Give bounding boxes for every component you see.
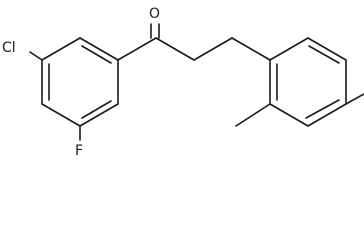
double-bond-inner	[305, 99, 340, 119]
left-benzene-ring	[41, 37, 119, 127]
bond	[307, 37, 347, 61]
chlorine-atom-label: Cl	[2, 40, 16, 56]
double-bond-inner	[308, 45, 340, 64]
bond	[41, 103, 81, 127]
fluorine-atom-label: F	[75, 143, 83, 159]
oxygen-atom-label: O	[149, 6, 160, 22]
bond	[79, 37, 119, 61]
bond-methyl-para	[345, 93, 364, 105]
bond	[41, 37, 81, 61]
bond	[79, 103, 119, 127]
chemical-structure: O Cl F	[2, 6, 364, 159]
double-bond-inner	[81, 100, 112, 119]
double-bond-inner	[81, 45, 112, 64]
bond	[269, 37, 309, 61]
bond-c-cl	[29, 51, 43, 61]
bond-chain-ring	[231, 37, 271, 61]
bond	[307, 103, 347, 127]
bond	[269, 103, 309, 127]
bond-chain	[193, 37, 233, 61]
bond-chain	[155, 37, 195, 61]
bond-ring-carbonyl	[117, 37, 157, 61]
right-benzene-ring	[269, 37, 347, 127]
bond-methyl-ortho	[235, 103, 271, 127]
